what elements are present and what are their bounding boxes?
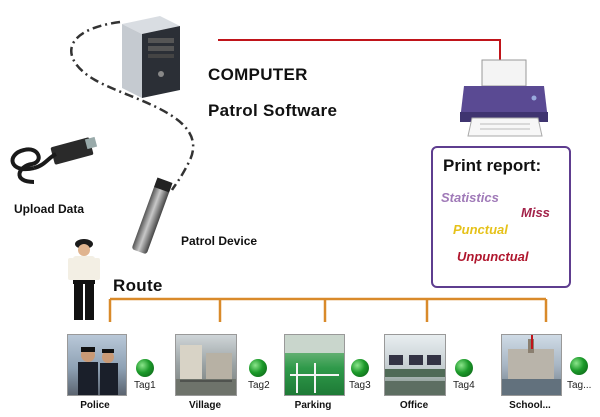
- checkpoint-name-police: Police: [80, 400, 110, 411]
- patrol-device-icon: [132, 177, 173, 254]
- route-bar: [108, 297, 548, 322]
- report-item-punctual: Punctual: [453, 222, 508, 237]
- report-item-miss: Miss: [521, 205, 550, 220]
- computer-tower-icon: [122, 16, 180, 98]
- computer-printer-link: [218, 39, 501, 62]
- tag3-icon: [351, 359, 369, 377]
- patrol-device-label: Patrol Device: [181, 234, 258, 248]
- computer-title: COMPUTER: [208, 65, 308, 84]
- tag1-label: Tag1: [134, 380, 156, 391]
- software-label: Patrol Software: [208, 101, 338, 120]
- report-item-statistics: Statistics: [441, 190, 499, 205]
- checkpoint-photo-parking: [284, 334, 345, 396]
- report-item-unpunctual: Unpunctual: [457, 249, 529, 264]
- tag5-icon: [570, 357, 588, 375]
- route-label: Route: [113, 276, 163, 295]
- checkpoint-photo-school: [501, 334, 562, 396]
- tag4-icon: [455, 359, 473, 377]
- tag5-label: Tag...: [567, 380, 592, 391]
- tag2-label: Tag2: [248, 380, 270, 391]
- device-cable: [70, 20, 195, 191]
- upload-data-label: Upload Data: [14, 202, 85, 216]
- report-title: Print report:: [443, 156, 542, 175]
- security-guard-icon: [68, 239, 100, 320]
- usb-cable-icon: [10, 136, 98, 184]
- tag1-icon: [136, 359, 154, 377]
- printer-icon: [460, 59, 548, 137]
- checkpoint-photo-village: [175, 334, 237, 396]
- checkpoint-name-school: School...: [509, 400, 551, 411]
- tag4-label: Tag4: [453, 380, 475, 391]
- checkpoint-name-village: Village: [188, 400, 222, 411]
- tag3-label: Tag3: [349, 380, 371, 391]
- tag2-icon: [249, 359, 267, 377]
- checkpoint-name-parking: Parking: [294, 400, 332, 411]
- checkpoint-photo-office: [384, 334, 446, 396]
- checkpoint-photo-police: [67, 334, 127, 396]
- print-report-panel: Print report: Statistics Miss Punctual U…: [431, 146, 571, 288]
- checkpoint-name-office: Office: [399, 400, 429, 411]
